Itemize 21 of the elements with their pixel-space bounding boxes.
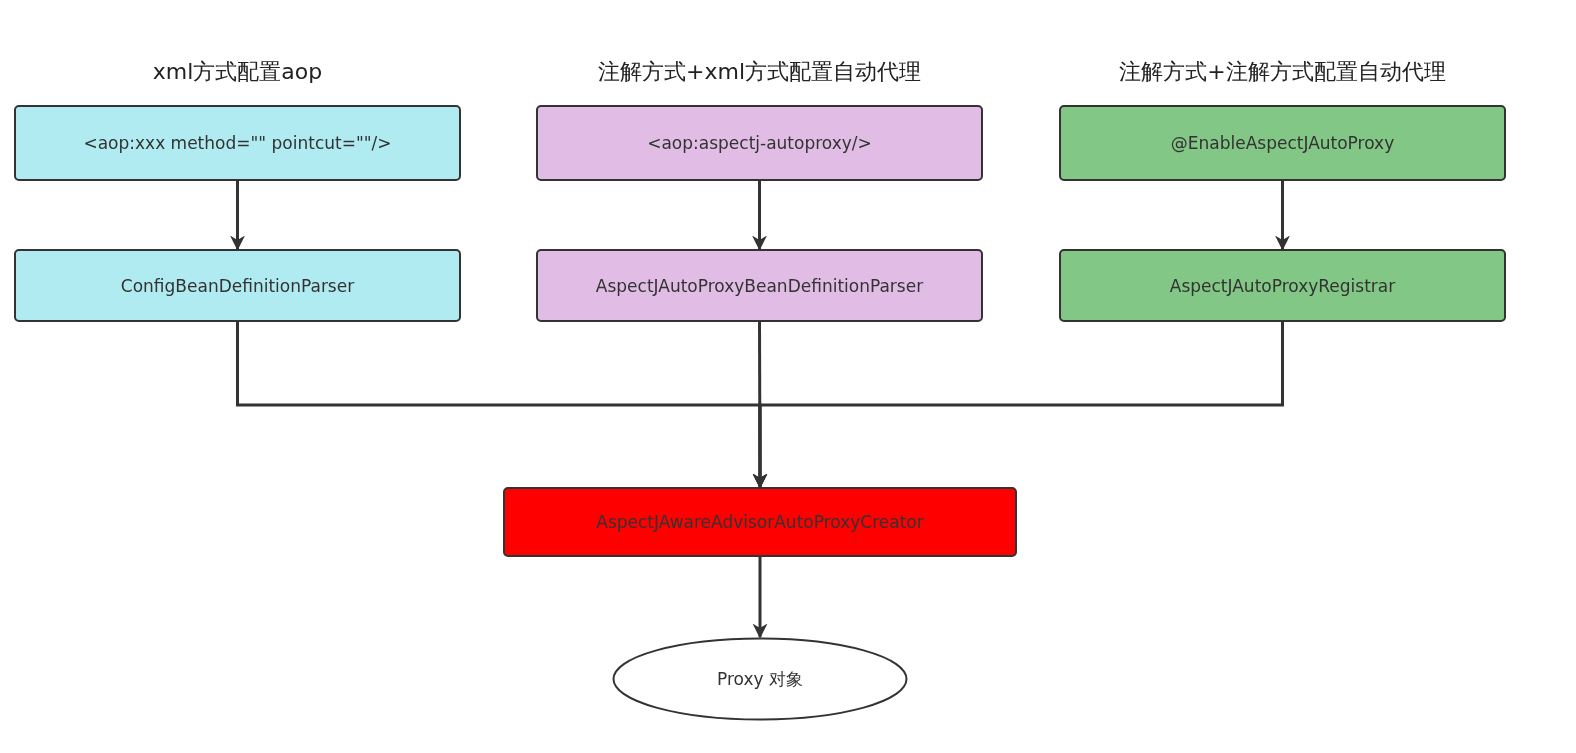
arrow (230, 181, 245, 251)
process-box (1059, 249, 1506, 322)
arrow (752, 557, 768, 639)
node-label: @EnableAspectJAutoProxy (1170, 133, 1395, 153)
highlighted-box (503, 487, 1017, 557)
arrow (752, 322, 1284, 489)
node-label: AspectJAutoProxyRegistrar (1169, 275, 1396, 296)
node-label: <aop:xxx method="" pointcut=""/> (83, 133, 392, 153)
terminal-ellipse (612, 637, 908, 721)
process-box (536, 249, 983, 322)
column-heading: 注解方式+xml方式配置自动代理 (597, 58, 922, 86)
node-label: Proxy 对象 (717, 667, 803, 691)
arrow (752, 181, 767, 251)
process-box (14, 249, 461, 322)
column-heading: xml方式配置aop (151, 58, 324, 86)
column-heading: 注解方式+注解方式配置自动代理 (1118, 58, 1447, 86)
node-label: ConfigBeanDefinitionParser (120, 275, 355, 296)
arrow (1275, 181, 1290, 251)
node-label: AspectJAwareAdvisorAutoProxyCreator (596, 512, 924, 532)
node-label: AspectJAutoProxyBeanDefinitionParser (595, 275, 924, 296)
node-label: <aop:aspectj-autoproxy/> (647, 133, 872, 153)
